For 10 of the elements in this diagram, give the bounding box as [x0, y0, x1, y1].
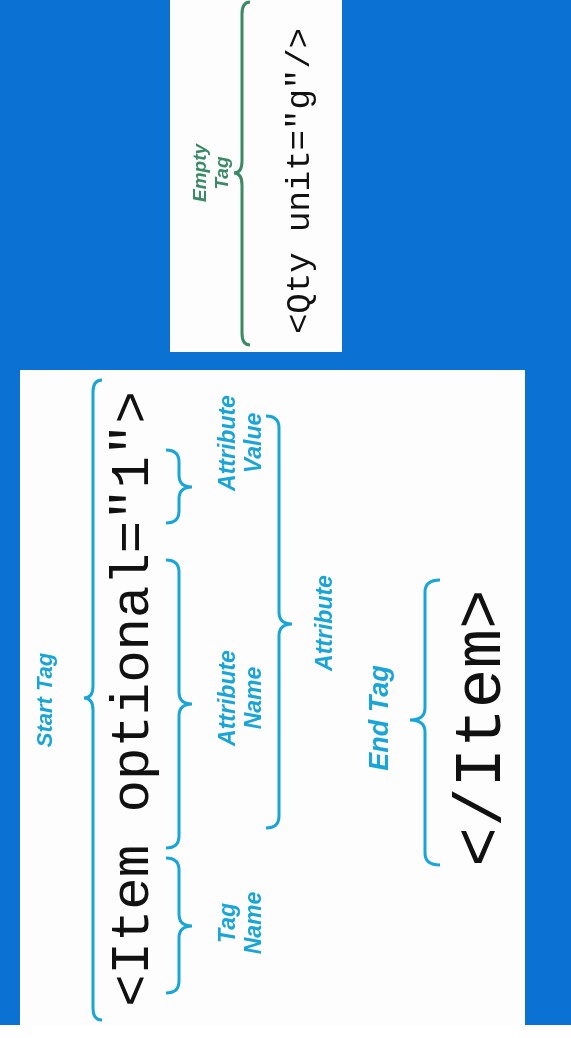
annotation-label: End Tag [364, 665, 396, 771]
annotation-label: Empty Tag [189, 142, 233, 205]
annotation-label: Attribute Name [213, 649, 267, 749]
annotation-label: Tag Name [213, 890, 267, 957]
code-text: <Qty unit="g"/> [281, 27, 319, 335]
annotation-label: Start Tag [32, 652, 58, 748]
annotation-label: Attribute Value [213, 394, 267, 494]
annotation-label: Attribute [310, 575, 338, 671]
code-text: <Item optional="1"> [102, 391, 164, 1007]
code-text: </Item> [444, 589, 520, 867]
